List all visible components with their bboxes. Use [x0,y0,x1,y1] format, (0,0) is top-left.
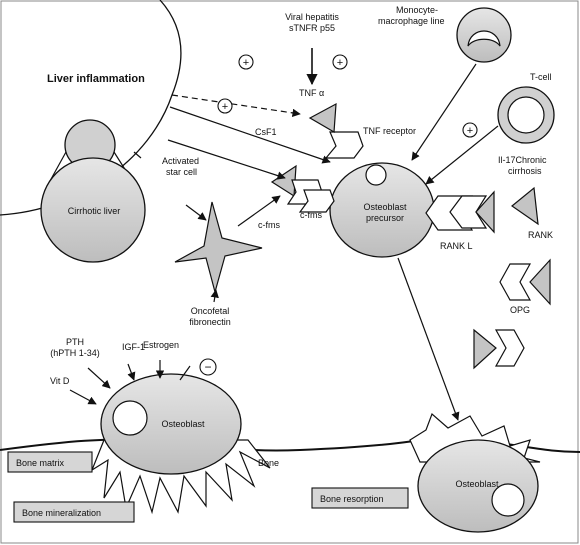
label-monocyte: Monocyte- [396,5,438,15]
svg-text:+: + [467,125,473,137]
opg-triangle [529,258,551,306]
svg-text:+: + [243,57,249,69]
label-vit-d: Vit D [50,376,70,386]
label-opg: OPG [510,305,530,315]
label-csf1: CsF1 [255,127,277,137]
label-viral-hepatitis: Viral hepatitis [285,12,339,22]
arrow-fibronectin-star [210,289,219,303]
arrow-monocyte-precursor [411,63,477,161]
minus-symbol: − [199,358,217,376]
arrow-liver-precursor [169,106,331,164]
osteoblast-nucleus [112,400,148,436]
arrow-liver-csf1 [167,139,286,180]
label-stnfr: sTNFR p55 [289,23,335,33]
label-bone: Bone [258,458,279,468]
arrow-tcell-precursor [425,125,499,185]
plus-symbol-3: + [217,98,233,114]
svg-text:Bone matrix: Bone matrix [16,458,65,468]
label-osteoblast-precursor-2: precursor [366,213,404,223]
rank-opg-triangle [473,328,497,370]
label-tnf-receptor: TNF receptor [363,126,416,136]
label-igf1: IGF-1 [122,342,145,352]
svg-text:+: + [222,101,228,113]
svg-text:Bone mineralization: Bone mineralization [22,508,101,518]
label-rank: RANK [528,230,553,240]
arrow-star-csf1 [237,195,281,227]
arrow-pth [87,367,111,389]
opg-chevron [499,263,532,301]
osteoblast-cell [100,373,242,475]
label-cfms-2: c-fms [300,210,322,220]
label-macrophage-line: macrophage line [378,16,445,26]
label-hpth: (hPTH 1-34) [50,348,100,358]
arrow-precursor-osteoblast [397,257,460,421]
svg-text:+: + [337,57,343,69]
arrow-activated-star [185,204,207,221]
plus-symbol-4: + [462,122,478,138]
label-liver-inflammation: Liver inflammation [47,73,145,85]
label-pth: PTH [66,337,84,347]
label-tnf-alpha: TNF α [299,88,324,98]
cfms-receptor-2 [298,189,335,213]
bone-matrix-box: Bone matrix [7,451,93,473]
label-oncofetal: Oncofetal [191,306,230,316]
label-osteoblast-precursor-1: Osteoblast [363,202,407,212]
arrow-vitd [69,389,97,405]
cirrhotic-liver [40,157,146,263]
svg-text:Bone resorption: Bone resorption [320,494,384,504]
arrow-igf1 [127,363,136,381]
label-t-cell: T-cell [530,72,552,82]
svg-text:−: − [204,360,211,374]
bone-resorption-box: Bone resorption [311,487,409,509]
label-cfms-1: c-fms [258,220,280,230]
bone-mineralization-box: Bone mineralization [13,501,135,523]
label-fibronectin: fibronectin [189,317,231,327]
arrow-liver-tnf-dashed [171,94,301,118]
label-osteoblast-right: Osteoblast [455,479,499,489]
plus-symbol-1: + [238,54,254,70]
rank-opg-chevron [494,329,525,367]
label-cirrhotic-liver: Cirrhotic liver [68,206,121,216]
arrow-estrogen-inhibit [179,365,191,381]
label-il17: Il-17Chronic [498,155,547,165]
label-activated: Activated [162,156,199,166]
tnf-receptor-shape [324,131,364,159]
label-star-cell: star cell [166,167,197,177]
label-rank-l: RANK L [440,241,473,251]
label-estrogen: Estrogen [143,340,179,350]
tnf-alpha-shape [308,102,337,134]
rank-triangle-1 [475,190,495,234]
label-cirrhosis: cirrhosis [508,166,542,176]
precursor-nucleus [365,164,387,186]
label-osteoblast: Osteoblast [161,419,205,429]
rank-triangle-2 [511,186,539,226]
osteoblast-right-nucleus [491,483,525,517]
plus-symbol-2: + [332,54,348,70]
activated-star-cell [174,201,263,295]
